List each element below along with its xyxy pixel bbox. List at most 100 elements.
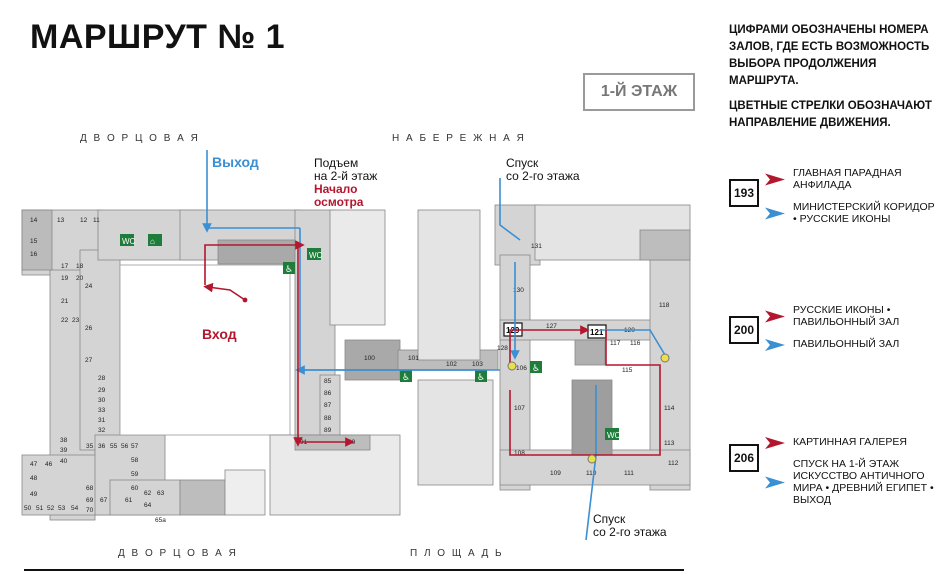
svg-text:59: 59 xyxy=(131,471,139,478)
svg-text:40: 40 xyxy=(60,458,68,465)
svg-text:131: 131 xyxy=(531,243,542,250)
svg-text:30: 30 xyxy=(98,397,106,404)
legend-entry: ПАВИЛЬОННЫЙ ЗАЛ xyxy=(793,338,900,350)
svg-text:118: 118 xyxy=(659,302,670,309)
svg-text:63: 63 xyxy=(157,490,165,497)
wc-icon-1: WC xyxy=(120,234,136,246)
wheelchair-icon-3: ♿ xyxy=(475,370,487,382)
start-label-1: Начало xyxy=(314,182,358,196)
wheelchair-icon-4: ♿ xyxy=(530,361,542,373)
svg-text:33: 33 xyxy=(98,407,106,414)
svg-text:14: 14 xyxy=(30,217,38,224)
page-title: МАРШРУТ № 1 xyxy=(30,18,286,56)
svg-text:53: 53 xyxy=(58,505,66,512)
exit-label: Выход xyxy=(212,154,259,170)
svg-text:♿: ♿ xyxy=(285,264,293,274)
svg-text:32: 32 xyxy=(98,427,106,434)
descent-label-1b: со 2-го этажа xyxy=(506,169,580,183)
svg-text:107: 107 xyxy=(514,405,525,412)
svg-text:51: 51 xyxy=(36,505,44,512)
svg-text:52: 52 xyxy=(47,505,55,512)
lift-label-2: на 2-й этаж xyxy=(314,169,378,183)
wc-icon-3: WC xyxy=(605,428,621,440)
svg-text:19: 19 xyxy=(61,275,69,282)
svg-text:24: 24 xyxy=(85,283,93,290)
svg-text:56: 56 xyxy=(121,443,129,450)
svg-text:130: 130 xyxy=(513,287,524,294)
svg-text:11: 11 xyxy=(93,217,100,224)
descent-label-2b: со 2-го этажа xyxy=(593,525,667,539)
svg-text:61: 61 xyxy=(125,497,133,504)
svg-text:62: 62 xyxy=(144,490,152,497)
svg-text:13: 13 xyxy=(57,217,65,224)
svg-text:22: 22 xyxy=(61,317,69,324)
legend-entry: ГЛАВНАЯ ПАРАДНАЯ АНФИЛАДА xyxy=(793,167,902,191)
svg-text:100: 100 xyxy=(364,355,375,362)
svg-text:113: 113 xyxy=(664,440,675,447)
svg-text:50: 50 xyxy=(24,505,32,512)
svg-text:89: 89 xyxy=(324,427,332,434)
svg-text:65a: 65a xyxy=(155,517,166,524)
svg-text:29: 29 xyxy=(98,387,106,394)
legend-number: 193 xyxy=(729,179,759,207)
svg-text:116: 116 xyxy=(630,340,641,347)
svg-text:38: 38 xyxy=(60,437,68,444)
svg-text:101: 101 xyxy=(408,355,419,362)
svg-text:109: 109 xyxy=(550,470,561,477)
start-label-2: осмотра xyxy=(314,195,364,209)
svg-text:87: 87 xyxy=(324,402,332,409)
cloakroom-icon: ⌂ xyxy=(148,234,162,246)
red-arrow-icon xyxy=(765,437,785,449)
svg-text:♿: ♿ xyxy=(477,372,485,382)
svg-text:68: 68 xyxy=(86,485,94,492)
svg-text:16: 16 xyxy=(30,251,38,258)
svg-text:86: 86 xyxy=(324,390,332,397)
svg-text:111: 111 xyxy=(624,470,634,477)
blue-arrow-icon xyxy=(765,207,785,220)
svg-text:20: 20 xyxy=(76,275,84,282)
svg-text:103: 103 xyxy=(472,361,483,368)
note-arrows: ЦВЕТНЫЕ СТРЕЛКИ ОБОЗНАЧАЮТ НАПРАВЛЕНИЕ Д… xyxy=(729,100,932,129)
street-bottom-right: П Л О Щ А Д Ь xyxy=(410,548,504,559)
svg-text:102: 102 xyxy=(446,361,457,368)
entrance-label: Вход xyxy=(202,326,237,342)
svg-text:18: 18 xyxy=(76,263,84,270)
notes: ЦИФРАМИ ОБОЗНАЧЕНЫ НОМЕРА ЗАЛОВ, ГДЕ ЕСТ… xyxy=(729,22,934,140)
wheelchair-icon-1: ♿ xyxy=(283,262,295,274)
svg-text:39: 39 xyxy=(60,447,68,454)
wheelchair-icon-2: ♿ xyxy=(400,370,412,382)
svg-text:106: 106 xyxy=(516,365,527,372)
svg-text:110: 110 xyxy=(586,470,597,477)
street-top-left: Д В О Р Ц О В А Я xyxy=(80,133,200,144)
svg-text:115: 115 xyxy=(622,367,633,374)
svg-text:54: 54 xyxy=(71,505,79,512)
note-rooms: ЦИФРАМИ ОБОЗНАЧЕНЫ НОМЕРА ЗАЛОВ, ГДЕ ЕСТ… xyxy=(729,24,930,87)
legend-entry: МИНИСТЕРСКИЙ КОРИДОР • РУССКИЕ ИКОНЫ xyxy=(793,201,935,225)
highlighted-room-121: 121 xyxy=(587,324,607,339)
svg-text:117: 117 xyxy=(610,340,621,347)
svg-text:85: 85 xyxy=(324,378,332,385)
svg-text:47: 47 xyxy=(30,461,38,468)
svg-text:121: 121 xyxy=(590,328,604,337)
lift-label-1: Подъем xyxy=(314,156,359,170)
svg-text:127: 127 xyxy=(546,323,557,330)
svg-text:112: 112 xyxy=(668,460,679,467)
svg-text:55: 55 xyxy=(110,443,118,450)
svg-text:23: 23 xyxy=(72,317,80,324)
svg-text:31: 31 xyxy=(98,417,106,424)
svg-text:88: 88 xyxy=(324,415,332,422)
red-arrow-icon xyxy=(765,173,785,186)
legend-number: 206 xyxy=(729,444,759,472)
blue-arrow-icon xyxy=(765,339,785,351)
svg-text:128: 128 xyxy=(497,345,508,352)
svg-text:28: 28 xyxy=(98,375,106,382)
svg-text:♿: ♿ xyxy=(532,363,540,373)
descent-label-2a: Спуск xyxy=(593,512,626,526)
svg-text:46: 46 xyxy=(45,461,53,468)
svg-text:57: 57 xyxy=(131,443,139,450)
svg-text:67: 67 xyxy=(100,497,108,504)
wc-icon-2: WC xyxy=(307,248,323,260)
svg-text:15: 15 xyxy=(30,238,38,245)
